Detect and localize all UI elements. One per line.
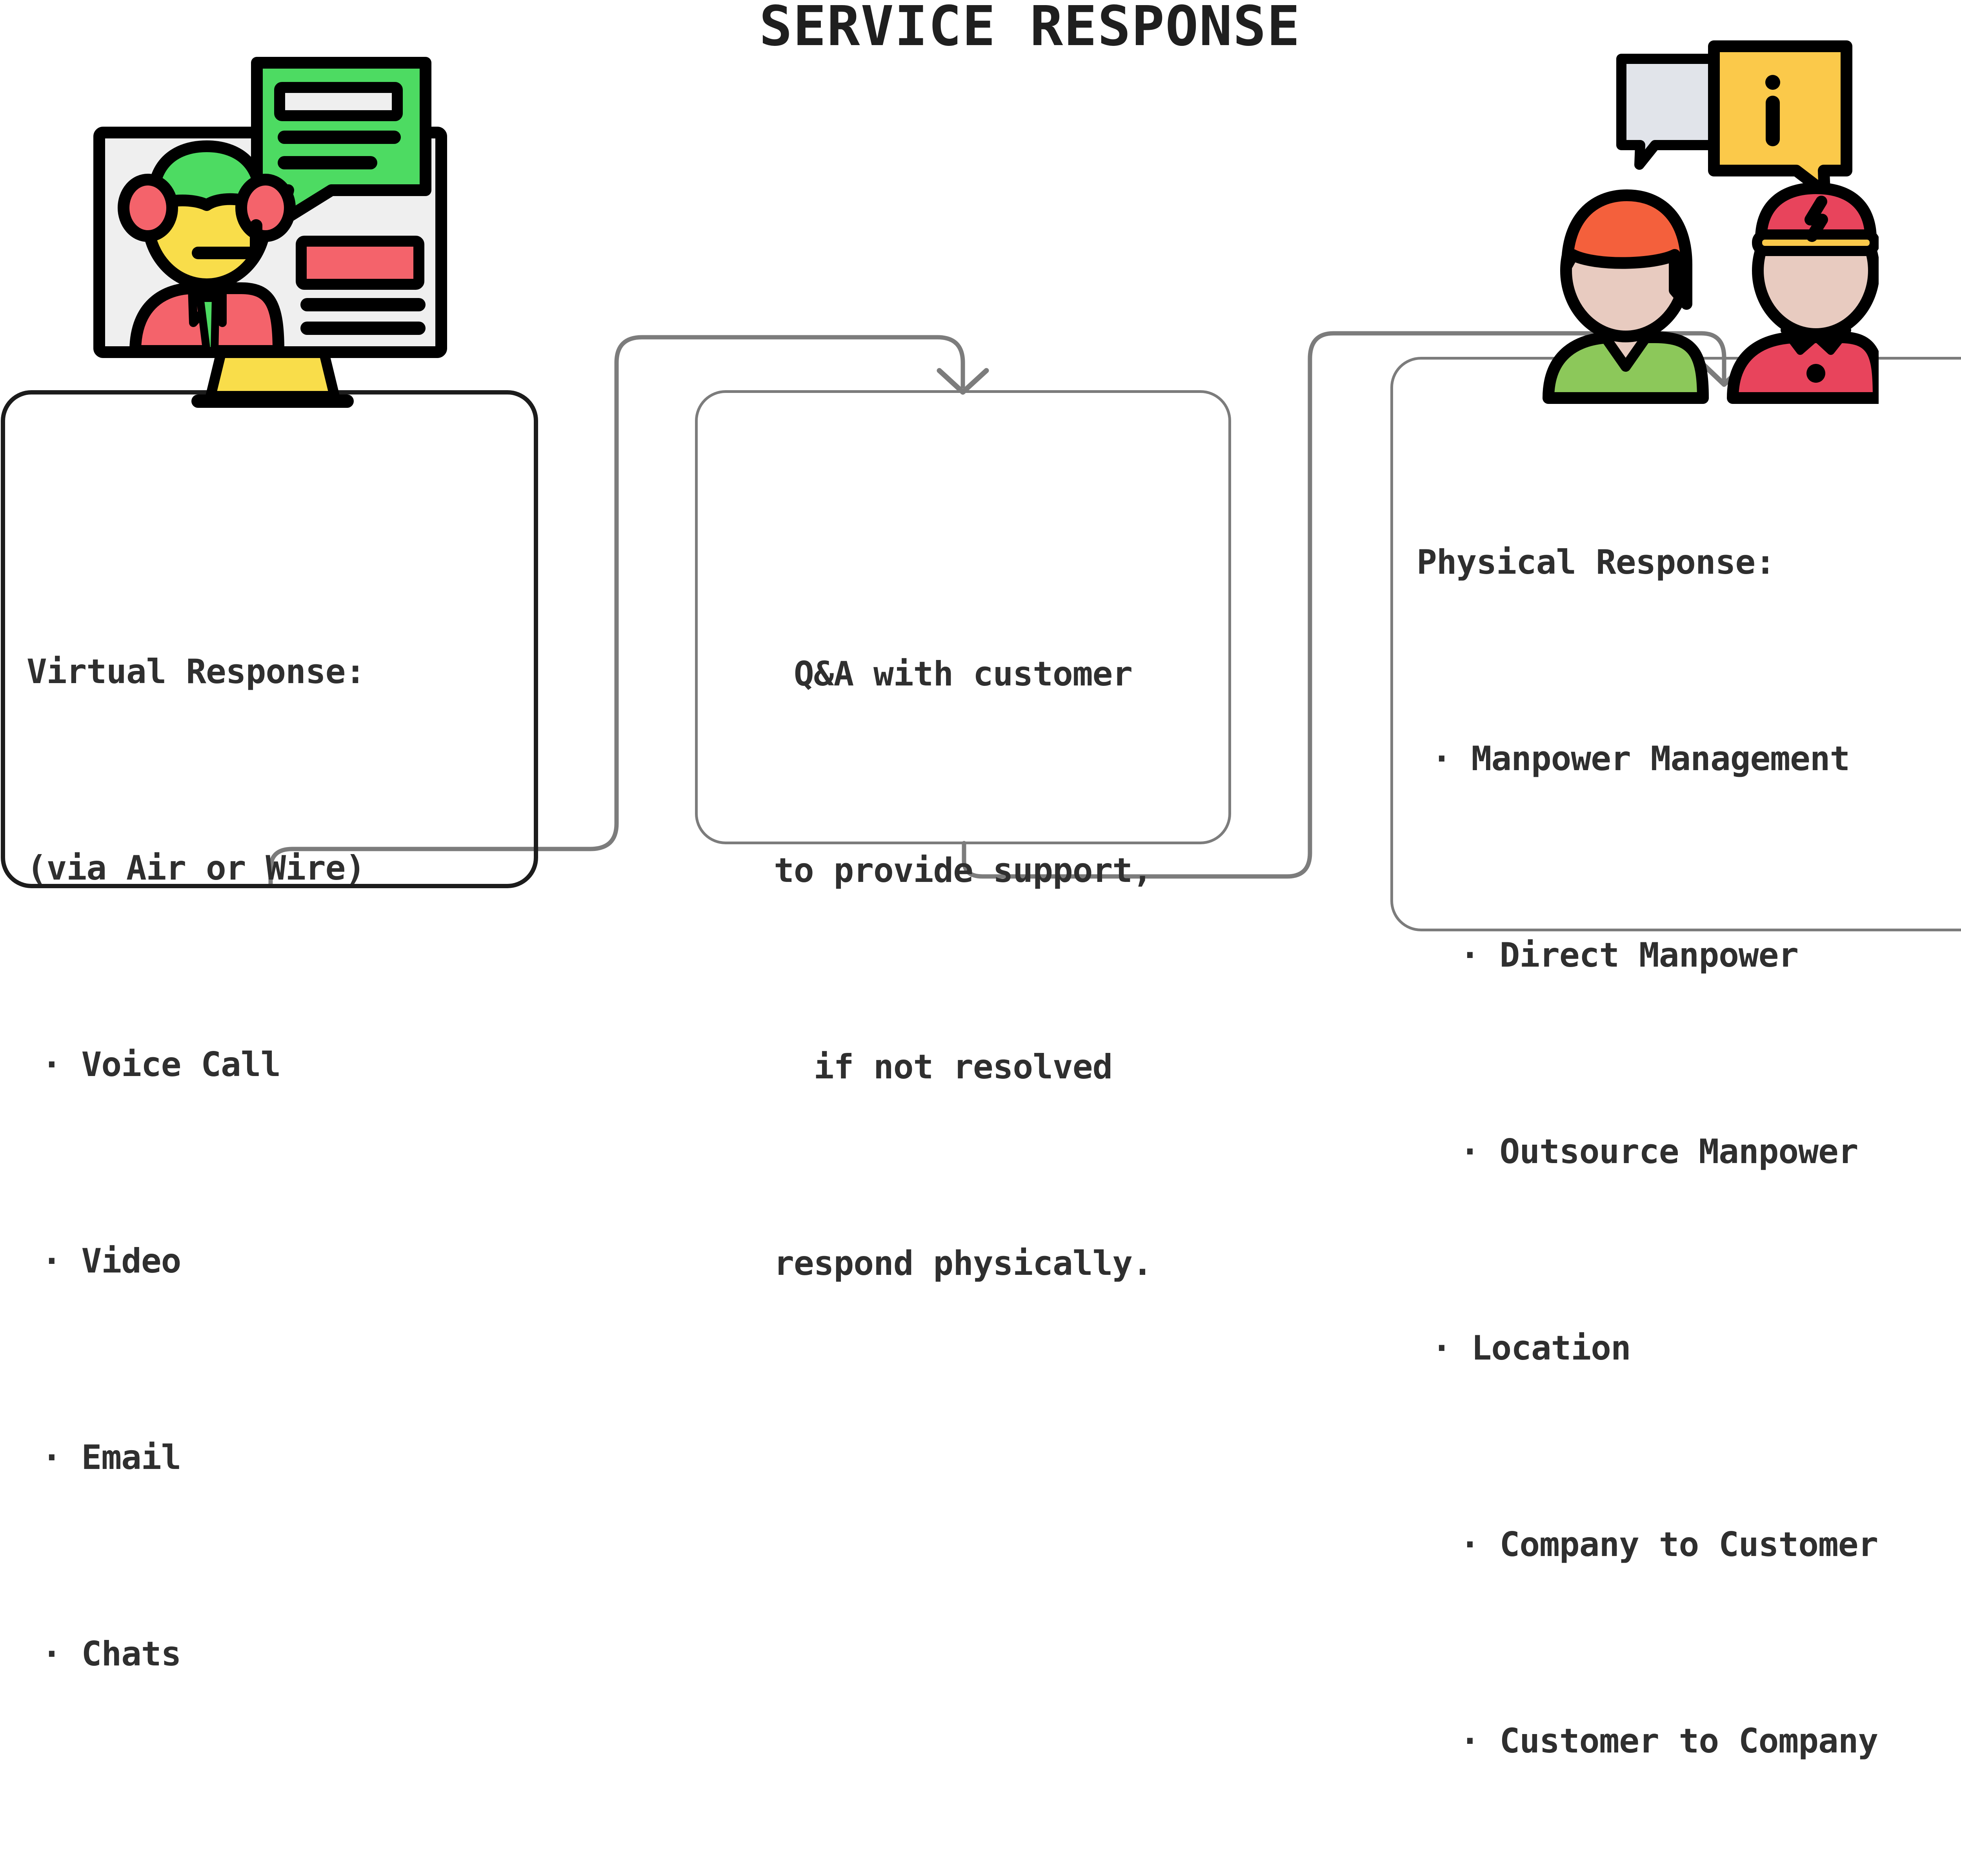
physical-line-0: Physical Response:	[1417, 543, 1775, 582]
qa-line-1: to provide support,	[774, 851, 1153, 890]
monitor-screen-icon	[93, 127, 447, 358]
physical-line-4: · Location	[1432, 1329, 1631, 1368]
card-physical-response[interactable]: Physical Response: · Manpower Management…	[1390, 357, 1961, 1761]
virtual-line-1: (via Air or Wire)	[27, 849, 366, 888]
agent-figure-icon	[118, 140, 296, 357]
arrowhead-qa-icon	[937, 368, 989, 395]
card-qa[interactable]: Q&A with customer to provide support, if…	[695, 390, 1231, 1283]
virtual-line-3: · Video	[42, 1242, 181, 1281]
virtual-line-2: · Voice Call	[42, 1045, 281, 1084]
card-virtual-response[interactable]: Virtual Response: (via Air or Wire) · Vo…	[1, 390, 538, 1674]
physical-line-3: · Outsource Manpower	[1460, 1132, 1859, 1171]
chat-bubble-icon	[251, 57, 431, 228]
page-title: SERVICE RESPONSE	[759, 0, 1301, 58]
qa-text: Q&A with customer to provide support, if…	[698, 511, 1228, 1427]
card-virtual-response-body: Virtual Response: (via Air or Wire) · Vo…	[5, 394, 534, 1674]
virtual-line-4: · Email	[42, 1438, 181, 1477]
virtual-line-5: · Chats	[42, 1634, 181, 1674]
qa-line-3: respond physically.	[774, 1244, 1153, 1283]
physical-line-2: · Direct Manpower	[1460, 936, 1799, 975]
virtual-response-text: Virtual Response: (via Air or Wire) · Vo…	[27, 508, 366, 1818]
info-bubble-icon	[1708, 40, 1852, 198]
card-physical-response-body: Physical Response: · Manpower Management…	[1393, 360, 1961, 1761]
card-qa-body: Q&A with customer to provide support, if…	[698, 393, 1228, 1283]
physical-line-6: · Customer to Company	[1460, 1721, 1878, 1761]
physical-line-5: · Company to Customer	[1460, 1525, 1878, 1564]
screen-content-icon	[296, 236, 426, 335]
physical-response-text: Physical Response: · Manpower Management…	[1417, 399, 1878, 1876]
qa-line-2: if not resolved	[813, 1047, 1113, 1087]
physical-line-1: · Manpower Management	[1432, 739, 1850, 778]
virtual-line-0: Virtual Response:	[27, 652, 366, 691]
diagram-canvas: SERVICE RESPONSE Virtual Response: (via …	[1, 0, 1961, 1761]
qa-line-0: Q&A with customer	[793, 654, 1133, 694]
customer-and-technician-icon	[1543, 40, 1879, 404]
speech-bubble-grey-icon	[1616, 54, 1735, 170]
customer-service-agent-icon	[93, 57, 447, 408]
